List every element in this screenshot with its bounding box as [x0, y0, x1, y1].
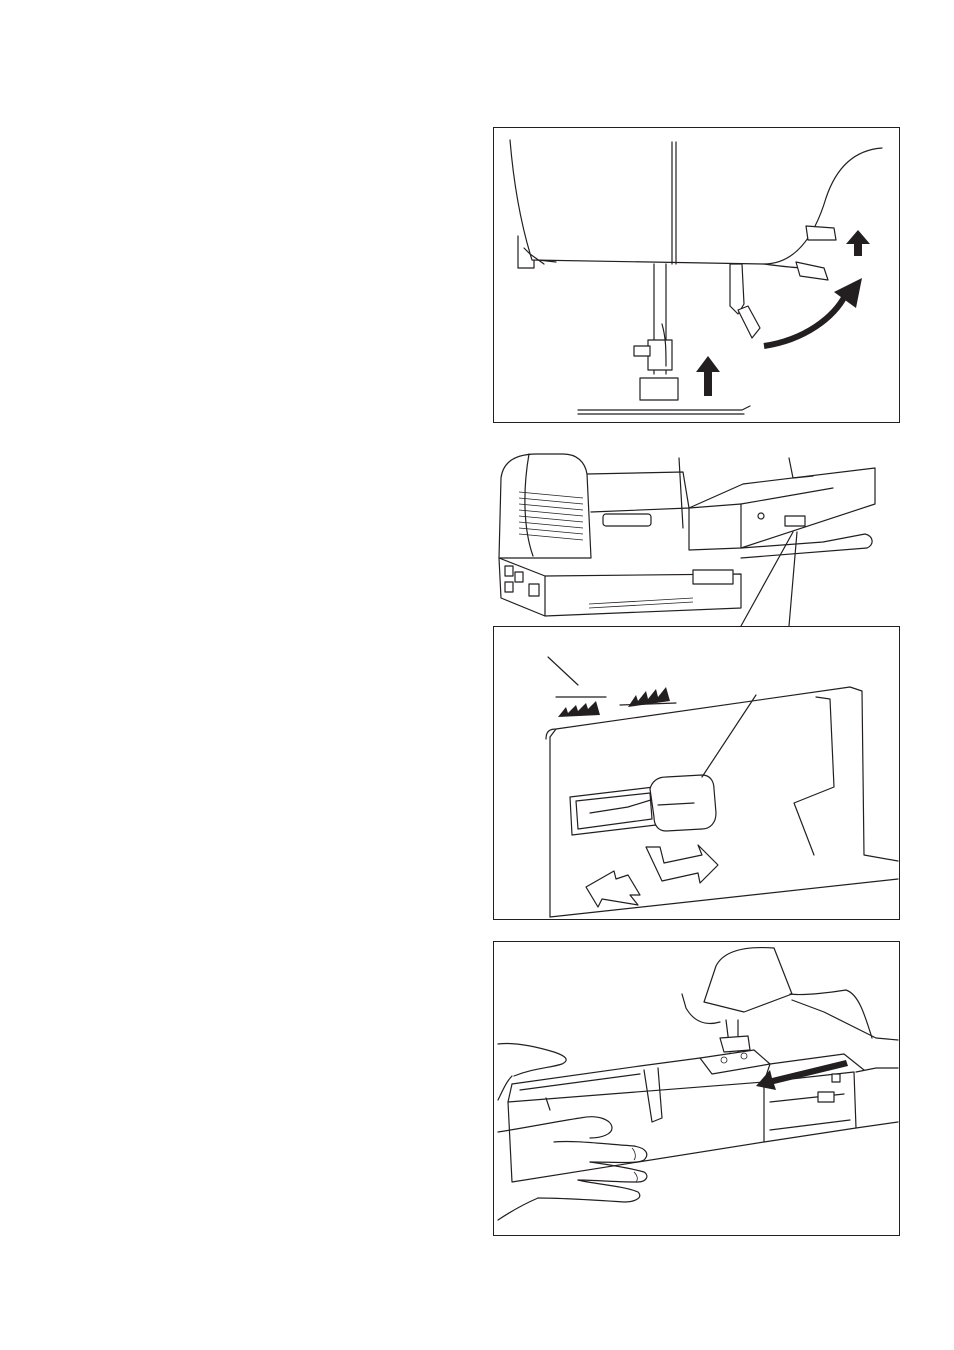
figure-machine-rear-view	[493, 448, 900, 628]
feed-dog-raised-symbol	[620, 687, 676, 707]
feed-dog-lowered-symbol	[548, 657, 606, 717]
figure-feed-dog-lever	[493, 626, 900, 920]
figure-presser-foot-lifter	[493, 127, 900, 423]
figure-extension-table-removal	[493, 941, 900, 1236]
